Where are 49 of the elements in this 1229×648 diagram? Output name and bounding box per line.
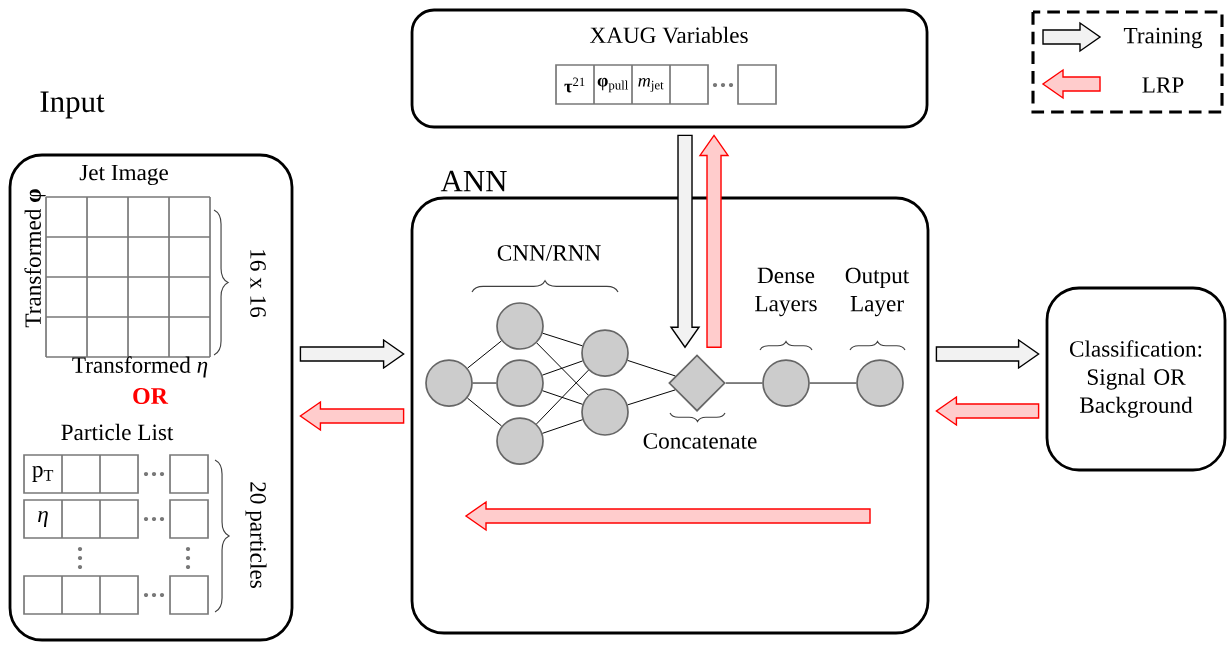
label: 16 x 16 — [250, 250, 266, 318]
label: Jet Image — [79, 164, 168, 186]
connection-line — [627, 359, 676, 377]
label: τ$^{21}$ — [564, 77, 585, 93]
neuron-circle — [496, 417, 544, 465]
label: p$_{T}$ — [32, 466, 54, 482]
connection-line — [542, 390, 583, 405]
block-arrow — [669, 134, 701, 349]
connection-line — [472, 382, 497, 384]
node-label: ANN — [440, 170, 507, 192]
block-arrow — [299, 400, 405, 432]
label: m$_{jet}$ — [638, 78, 664, 92]
concatenate-diamond — [668, 354, 726, 412]
legend-label: LRP — [1142, 77, 1184, 93]
block-arrow — [935, 338, 1040, 370]
connection-line — [627, 389, 676, 406]
neuron-circle — [856, 359, 904, 407]
output-box: Classification: Signal OR Background — [1045, 286, 1227, 472]
axis-label: Transformed η — [72, 356, 208, 378]
block-arrow — [698, 134, 730, 348]
neuron-circle — [581, 329, 629, 377]
connection-line — [536, 369, 589, 425]
neuron-circle — [425, 359, 473, 407]
label: φ$_{pull}$ — [597, 77, 629, 93]
label: η — [38, 511, 48, 527]
connection-line — [725, 382, 763, 384]
neuron-circle — [581, 388, 629, 436]
label: CNN/RNN — [497, 245, 601, 261]
connection-line — [542, 332, 583, 347]
label: 20 particles — [245, 482, 267, 588]
node-label: Input — [40, 91, 105, 119]
block-arrow — [299, 338, 405, 370]
label: Particle List — [61, 423, 174, 441]
connection-line — [542, 419, 583, 434]
axis-label: Transformed φ — [24, 189, 46, 328]
neuron-circle — [762, 359, 810, 407]
label: OR — [133, 387, 169, 405]
block-arrow — [935, 395, 1040, 427]
neuron-circle — [496, 302, 544, 350]
label: Dense Layers — [755, 267, 817, 317]
node-label: Concatenate — [643, 433, 757, 449]
connection-line — [467, 397, 503, 427]
connection-line — [536, 342, 589, 396]
connection-line — [809, 382, 857, 384]
label: Output Layer — [845, 267, 910, 317]
connection-line — [467, 340, 502, 369]
connection-line — [542, 360, 583, 376]
legend-label: Training — [1123, 27, 1203, 49]
neuron-circle — [496, 359, 544, 407]
